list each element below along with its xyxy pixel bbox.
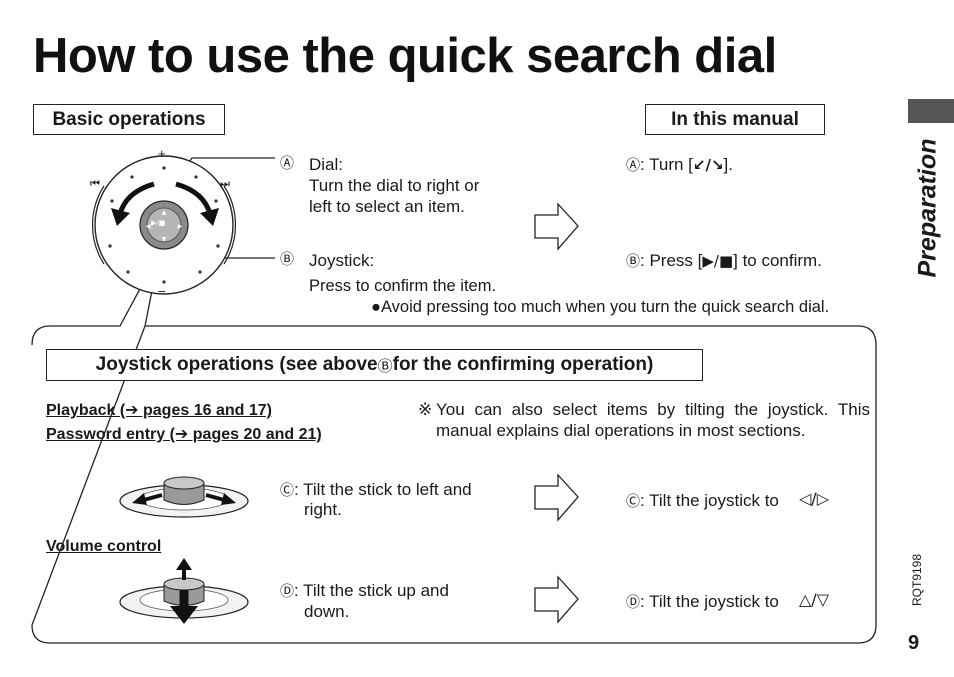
joystick-operations-label: Joystick operations (see above Ⓑ for the…: [46, 349, 703, 381]
note-mark: ※: [418, 400, 433, 419]
volume-control-label: Volume control: [46, 538, 162, 555]
skip-back-icon: ⏮: [90, 177, 100, 190]
manual-left-right-text: Ⓒ: Tilt the joystick to: [626, 491, 779, 510]
up-down-desc-line2: down.: [304, 602, 350, 621]
left-right-desc-line2: right.: [304, 500, 342, 519]
tilt-note-line2: manual explains dial operations in most …: [436, 421, 806, 440]
dial-desc-line2: left to select an item.: [309, 197, 465, 216]
left-right-desc: Ⓒ: Tilt the stick to left and: [280, 480, 472, 499]
marker-a: Ⓐ: [280, 156, 294, 172]
joystick-title: Joystick:: [309, 251, 375, 270]
joystick-up-down-illustration: [119, 558, 249, 624]
page-title: How to use the quick search dial: [33, 29, 777, 83]
basic-operations-label: Basic operations: [33, 104, 225, 135]
svg-text:▲: ▲: [162, 209, 167, 216]
dial-pressure-note: ●Avoid pressing too much when you turn t…: [371, 298, 830, 316]
dial-title: Dial:: [309, 155, 344, 174]
dial-plus-mark: +: [158, 146, 166, 161]
svg-text:▶: ▶: [178, 223, 183, 230]
joystick-desc: Press to confirm the item.: [309, 277, 497, 295]
playback-link[interactable]: Playback (➔ pages 16 and 17): [46, 402, 272, 419]
password-entry-link[interactable]: Password entry (➔ pages 20 and 21): [46, 426, 322, 443]
svg-text:◀: ◀: [146, 223, 151, 230]
up-down-triangle-icon: △/▽: [799, 590, 829, 609]
marker-b: Ⓑ: [280, 252, 294, 268]
in-this-manual-label: In this manual: [645, 104, 825, 135]
play-stop-icon: ▶/■: [151, 219, 166, 227]
up-down-desc: Ⓓ: Tilt the stick up and: [280, 581, 449, 600]
dial-desc-line1: Turn the dial to right or: [309, 176, 480, 195]
quick-search-dial-illustration: ▲ ▼ ◀ ▶: [91, 155, 237, 295]
left-right-triangle-icon: ◁/▷: [799, 489, 829, 508]
manual-dial-text: Ⓐ: Turn [↙/↘].: [626, 155, 733, 174]
manual-up-down-text: Ⓓ: Tilt the joystick to: [626, 592, 779, 611]
section-tab-marker: [908, 99, 954, 123]
tilt-note-line1: You can also select items by tilting the…: [436, 400, 870, 419]
dial-turn-icon: ↙/↘: [692, 156, 724, 174]
svg-text:▼: ▼: [162, 236, 167, 243]
arrow-right-icon: [534, 473, 579, 522]
manual-joystick-text: Ⓑ: Press [▶/■] to confirm.: [626, 251, 822, 270]
page-number: 9: [908, 632, 920, 654]
skip-forward-icon: ⏭: [220, 177, 230, 190]
arrow-right-icon: [534, 202, 579, 251]
play-stop-button-icon: ▶/■: [702, 252, 734, 270]
joystick-left-right-illustration: [119, 476, 249, 518]
dial-minus-mark: –: [158, 283, 166, 298]
arrow-right-icon: [534, 575, 579, 624]
